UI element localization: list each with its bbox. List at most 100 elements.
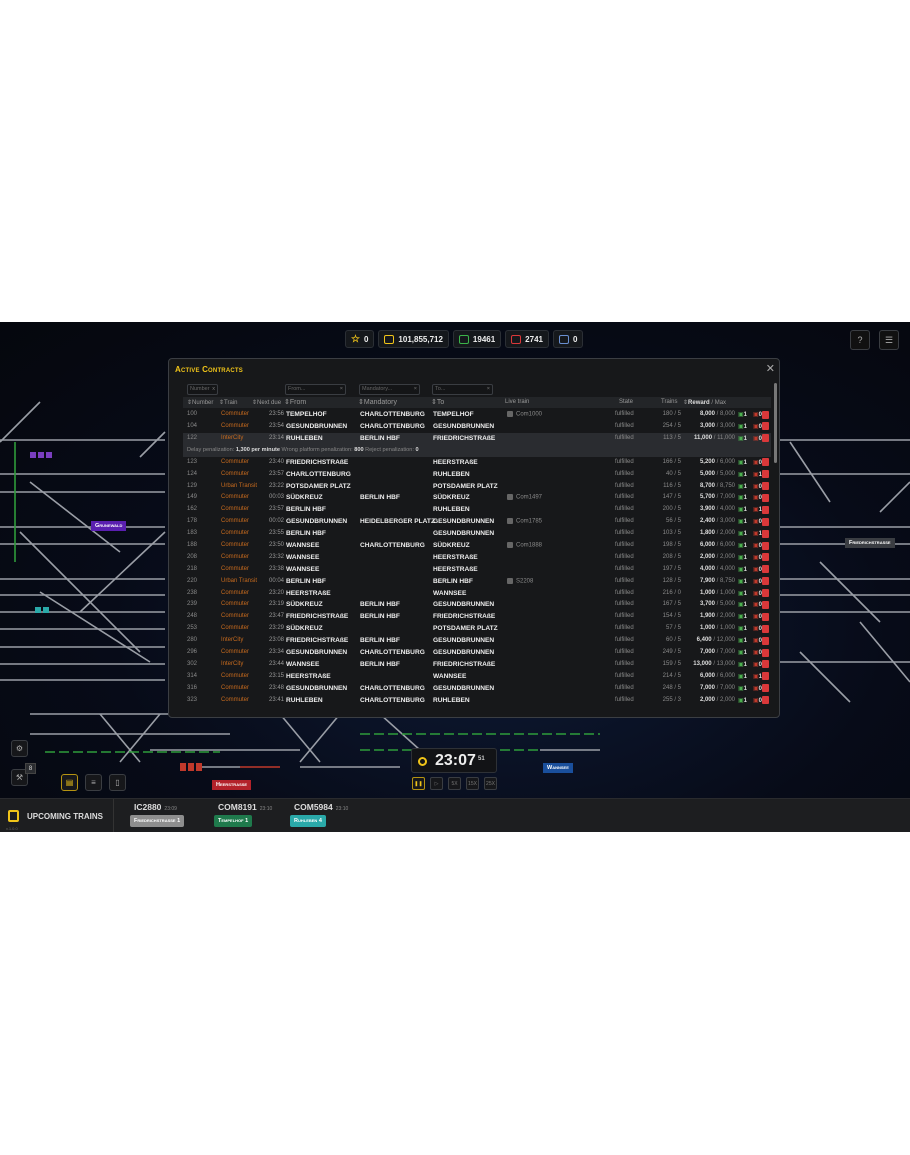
col-number[interactable]: ⇕Number [187, 400, 214, 406]
clear-icon[interactable]: × [339, 386, 343, 392]
col-to[interactable]: ⇕To [431, 399, 445, 406]
delete-contract-button[interactable] [762, 493, 769, 502]
delete-contract-button[interactable] [762, 589, 769, 598]
settings-button[interactable]: ⚙ [11, 740, 28, 757]
delete-contract-button[interactable] [762, 648, 769, 657]
scrollbar[interactable] [774, 383, 777, 463]
document-button[interactable]: ▯ [109, 774, 126, 791]
delete-contract-button[interactable] [762, 612, 769, 621]
clear-icon[interactable]: × [486, 386, 490, 392]
delete-contract-button[interactable] [762, 565, 769, 574]
delete-contract-button[interactable] [762, 505, 769, 514]
to-filter-input[interactable]: To...× [432, 384, 493, 395]
clear-icon[interactable]: x [212, 386, 215, 392]
live-train[interactable]: S2208 [507, 577, 533, 584]
delete-contract-button[interactable] [762, 553, 769, 562]
to-station: WANNSEE [433, 672, 467, 680]
pause-button[interactable]: ❚❚ [412, 777, 425, 790]
from-filter-input[interactable]: From...× [285, 384, 346, 395]
delete-contract-button[interactable] [762, 458, 769, 467]
delete-contract-button[interactable] [762, 434, 769, 443]
delete-contract-button[interactable] [762, 684, 769, 693]
track-map[interactable] [0, 322, 910, 832]
delete-contract-button[interactable] [762, 672, 769, 681]
delete-contract-button[interactable] [762, 541, 769, 550]
close-button[interactable]: ✕ [766, 362, 775, 375]
game-viewport[interactable]: ☆0 101,855,712 19461 2741 0 ? ☰ Grunewal… [0, 322, 910, 832]
delete-contract-button[interactable] [762, 470, 769, 479]
delete-contract-button[interactable] [762, 529, 769, 538]
clear-icon[interactable]: × [413, 386, 417, 392]
delete-contract-button[interactable] [762, 636, 769, 645]
filters-button[interactable]: ≡ [85, 774, 102, 791]
worker-button[interactable]: ⚒ [11, 769, 28, 786]
delete-contract-button[interactable] [762, 517, 769, 526]
station-label-heerstrasse[interactable]: Heerstraße [212, 780, 252, 790]
reward: 8,700 / 8,750 [699, 482, 735, 489]
live-train[interactable]: Com1888 [507, 542, 542, 549]
help-button[interactable]: ? [850, 330, 870, 350]
train-type: Commuter [221, 494, 250, 501]
live-train[interactable]: Com1497 [507, 494, 542, 501]
station-label-friedrichstrasse[interactable]: Friedrichstraße [845, 538, 895, 548]
live-train[interactable]: Com1000 [507, 411, 542, 418]
speed-15x-button[interactable]: 15X [466, 777, 479, 790]
delete-contract-button[interactable] [762, 410, 769, 419]
trains-count: 197 / 5 [662, 565, 681, 572]
delete-contract-button[interactable] [762, 600, 769, 609]
delete-contract-button[interactable] [762, 696, 769, 705]
col-train[interactable]: ⇕Train [219, 400, 238, 406]
col-from[interactable]: ⇕From [284, 399, 307, 406]
station-label-wannsee[interactable]: Wannsee [543, 763, 573, 773]
fail-count: ▣0 [753, 638, 763, 645]
mandatory-filter-input[interactable]: Mandatory...× [359, 384, 420, 395]
delete-contract-button[interactable] [762, 660, 769, 669]
delete-contract-button[interactable] [762, 422, 769, 431]
delete-contract-button[interactable] [762, 624, 769, 633]
play-button[interactable]: ▷ [430, 777, 443, 790]
contracts-button[interactable]: ▤ [61, 774, 78, 791]
delete-contract-button[interactable] [762, 482, 769, 491]
station-label-grunewald[interactable]: Grunewald [91, 521, 127, 531]
menu-button[interactable]: ☰ [879, 330, 899, 350]
col-next-due[interactable]: ⇕Next due [252, 400, 282, 406]
delete-contract-button[interactable] [762, 577, 769, 586]
speed-5x-button[interactable]: 5X [448, 777, 461, 790]
fail-icon: ▣ [753, 459, 759, 466]
next-due: 23:55 [268, 530, 284, 537]
col-mandatory[interactable]: ⇕Mandatory [358, 399, 397, 406]
col-reward[interactable]: ⇕Reward / Max [683, 400, 727, 406]
live-train[interactable]: Com1785 [507, 518, 542, 525]
speed-25x-button[interactable]: 25X [484, 777, 497, 790]
success-count: ▣1 [738, 566, 748, 573]
